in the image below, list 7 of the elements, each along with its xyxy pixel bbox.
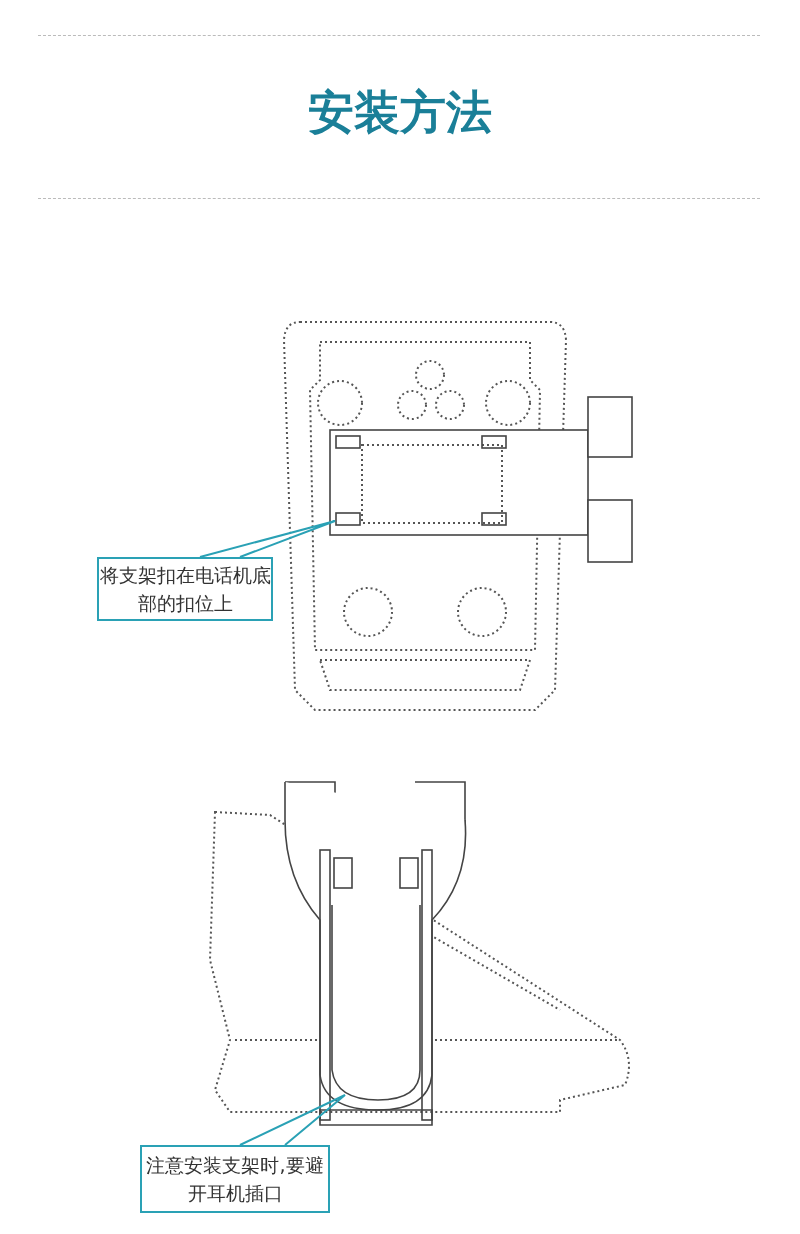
callout-text: 将支架扣在电话机底部的扣位上: [99, 563, 271, 616]
callout-text: 注意安装支架时,要避开耳机插口: [145, 1153, 325, 1206]
leader-line: [239, 1094, 346, 1146]
callout-box: [97, 557, 273, 621]
callout-box: [140, 1145, 330, 1213]
page-title: 安装方法: [307, 84, 493, 141]
leader-line: [199, 520, 336, 558]
